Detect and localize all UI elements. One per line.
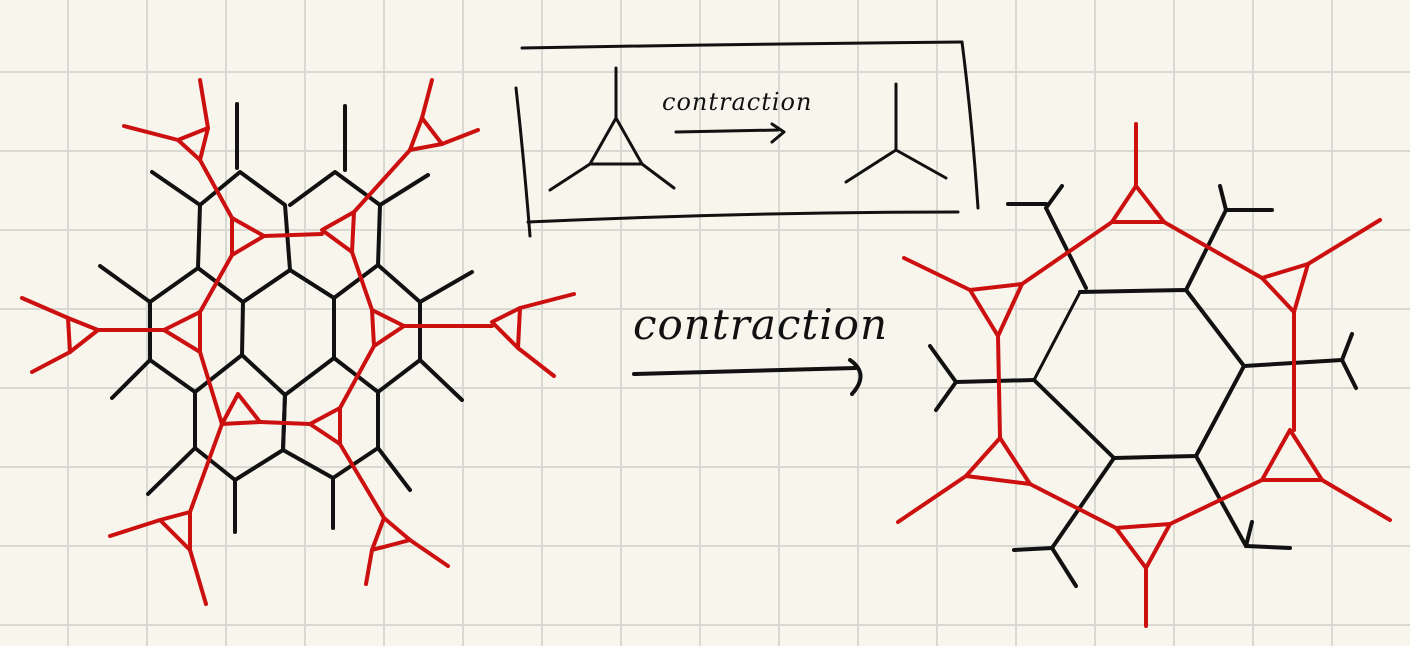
main-arrow	[632, 358, 863, 396]
legend-triangle-vertex	[548, 66, 676, 192]
legend-single-vertex	[844, 82, 948, 184]
lattice-black-edges	[98, 102, 474, 534]
legend-box	[514, 40, 980, 238]
contracted-red-triangles	[896, 122, 1392, 628]
legend-arrow-label: contraction	[662, 88, 813, 116]
original-lattice	[20, 78, 576, 606]
lattice-red-triangles	[20, 78, 576, 606]
legend-frame	[514, 40, 980, 238]
contracted-lattice	[896, 122, 1392, 628]
main-arrow-label: contraction	[633, 300, 889, 349]
legend-arrow	[674, 122, 786, 144]
